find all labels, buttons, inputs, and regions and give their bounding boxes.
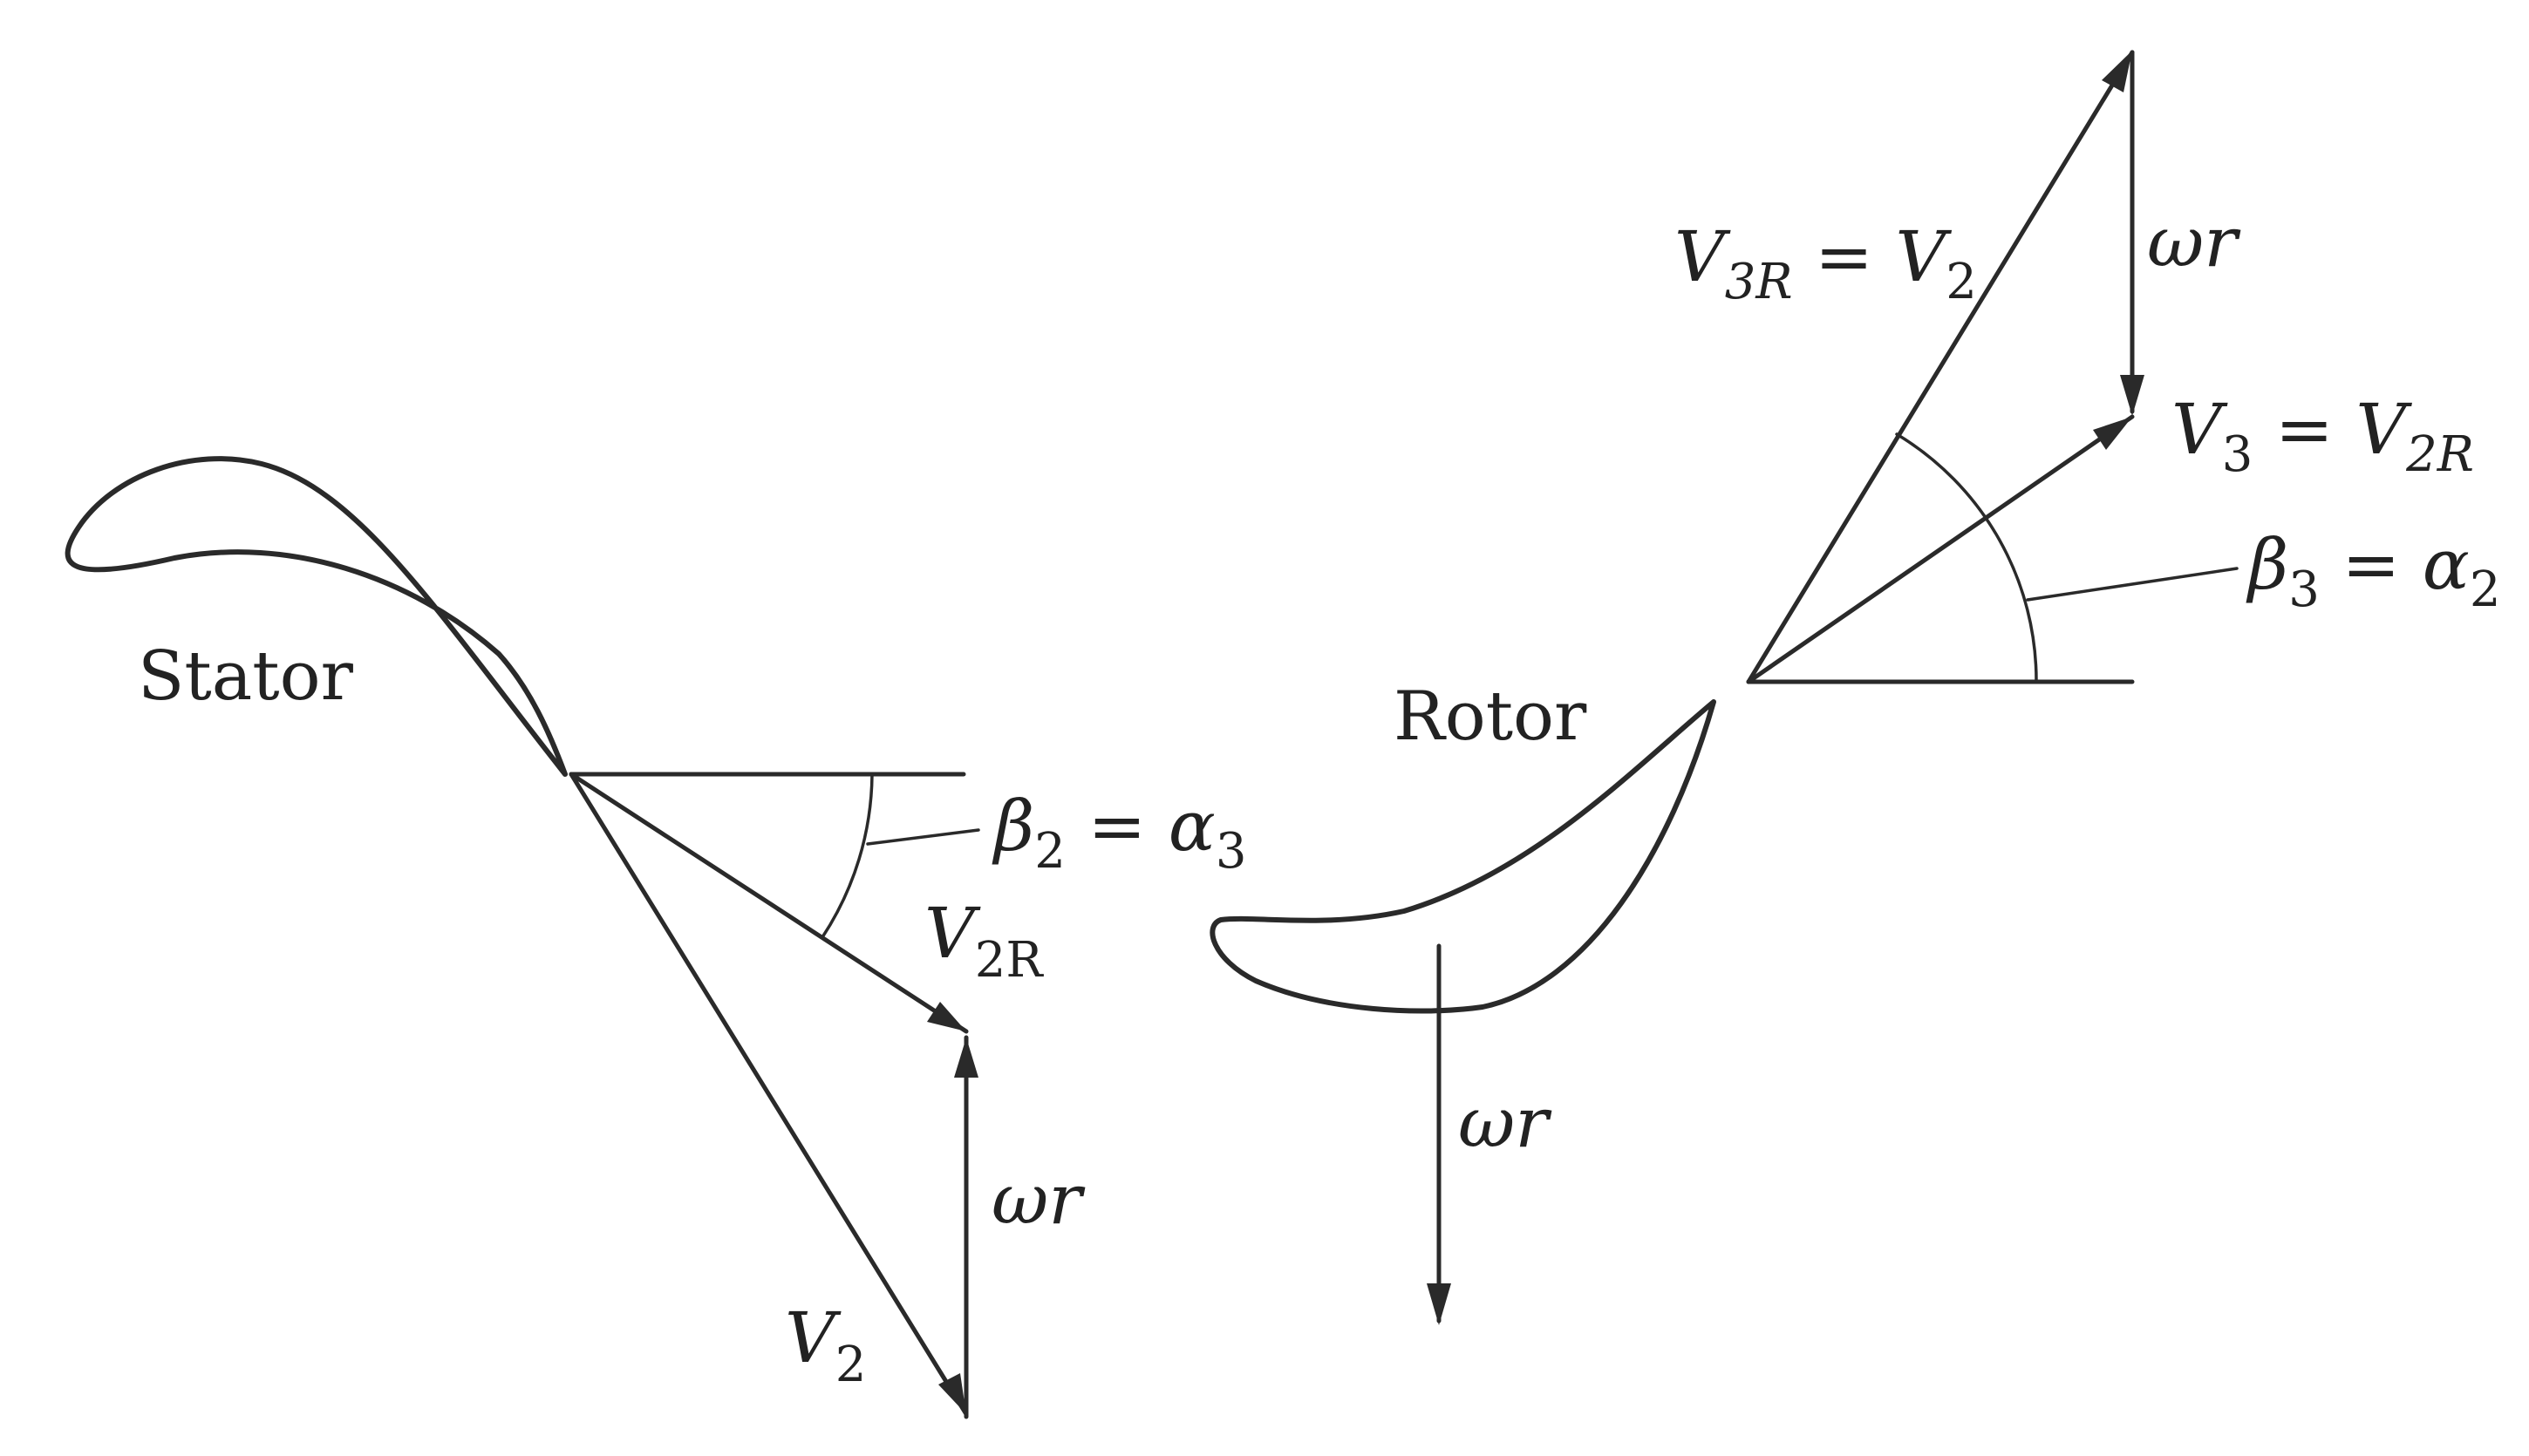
rotor-angle-leader: [2026, 567, 2239, 602]
stator-wr-arrowhead: [954, 1038, 978, 1078]
rotor-blade: [1210, 699, 1716, 1014]
rotor-v3r-arrowhead: [2102, 51, 2132, 92]
rotor-label: Rotor: [1394, 677, 1587, 756]
rotor-angle-arc: [1895, 432, 2038, 684]
stator-v2-arrowhead: [938, 1373, 966, 1414]
rotor-wr-label: ωr: [2147, 201, 2241, 282]
rotor-v3r-label: V3R = V2: [1674, 216, 1977, 310]
rotor-angle-label: β3 = α2: [2246, 524, 2500, 618]
stator-angle-label: β2 = α3: [992, 786, 1246, 880]
rotor-v3r-vector: [1746, 50, 2135, 684]
stator-v2r-arrowhead: [927, 1002, 966, 1031]
stator-wr-label: ωr: [992, 1159, 1086, 1240]
stator-angle-leader: [866, 828, 980, 846]
rotor-v3-arrowhead: [2093, 417, 2132, 450]
stator-group: Stator β2 = α3 V2R ωr V2: [65, 456, 1246, 1419]
stator-v2r-label: V2R: [924, 893, 1044, 989]
stator-v2r-vector: [569, 772, 969, 1034]
stator-v2-label: V2: [785, 1297, 866, 1393]
rotor-v3-label: V3 = V2R: [2171, 389, 2474, 483]
rotor-blade-speed-arrowhead: [1427, 1283, 1451, 1325]
rotor-group: ωr Rotor V3R = V2 ωr V3 = V2R β3 = α2: [1210, 50, 2500, 1325]
rotor-v3-vector: [1746, 414, 2135, 684]
stator-label: Stator: [138, 637, 354, 716]
rotor-blade-speed-label: ωr: [1458, 1082, 1552, 1163]
stator-angle-arc: [821, 772, 874, 939]
stator-v2-vector: [569, 772, 969, 1417]
stator-blade: [65, 456, 568, 777]
rotor-wr-arrowhead: [2120, 375, 2144, 416]
